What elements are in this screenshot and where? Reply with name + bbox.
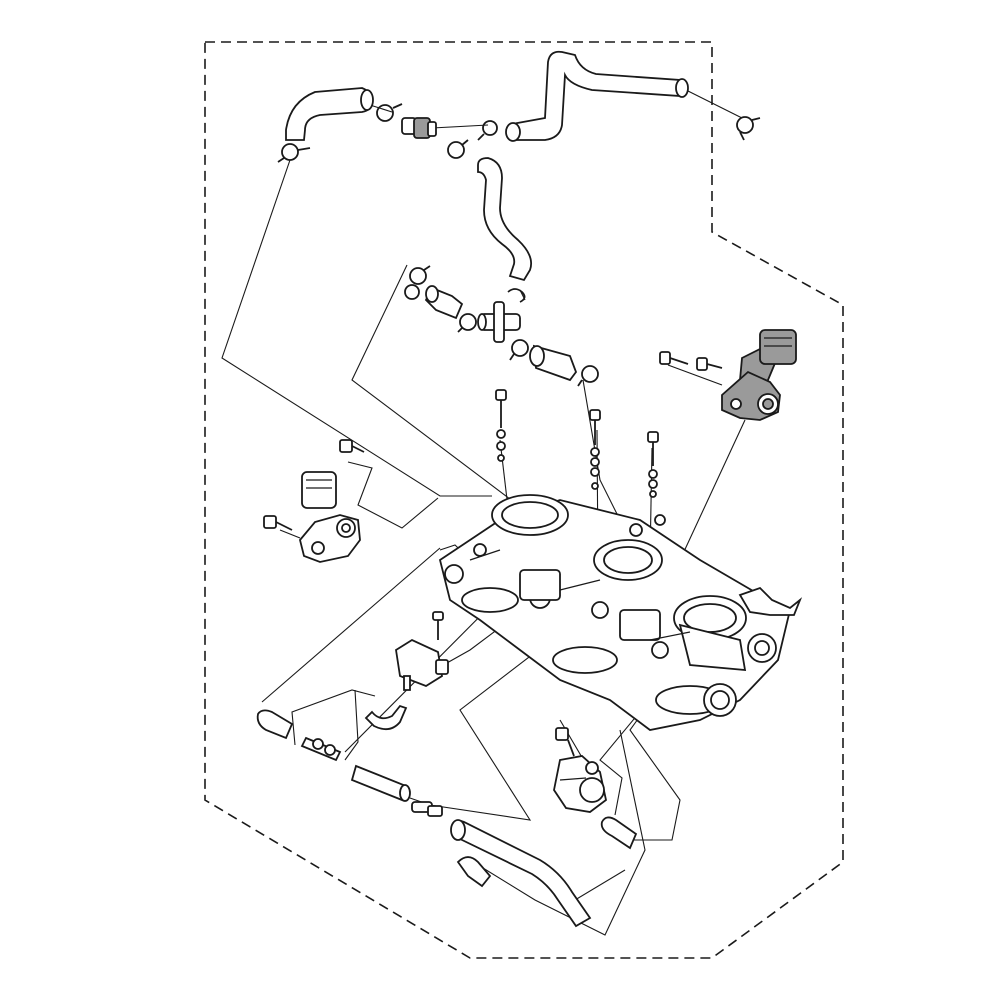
pipe-lower-left: [300, 736, 342, 762]
adjust-screw-1: [495, 389, 507, 462]
hose-upper-left-end: [360, 89, 374, 111]
clip-mid-3: [457, 313, 477, 333]
hose-lower-right: [600, 816, 638, 850]
throttle-position-sensor-left: [299, 471, 361, 563]
intake-temp-sensor: [553, 755, 608, 813]
hose-upper-right: [511, 50, 681, 141]
clip-upper-3: [477, 120, 498, 141]
screw-left-2: [263, 515, 293, 531]
throttle-position-sensor-right: [721, 329, 797, 421]
nipple-lower: [411, 801, 443, 817]
screw-left-1: [339, 439, 365, 453]
hose-upper-right-end-left: [505, 122, 521, 142]
hose-upper-left: [285, 87, 373, 141]
hose-short-2-end: [529, 345, 545, 367]
joint-tee: [477, 288, 526, 343]
screw-right-1: [659, 351, 689, 365]
sensor-hose: [364, 704, 408, 731]
valve-fitting: [401, 117, 437, 139]
clip-upper-2: [376, 103, 403, 122]
clip-mid-4: [509, 339, 529, 361]
clip-mid-1: [409, 265, 431, 285]
hose-lower-1: [350, 764, 408, 802]
hose-vertical: [477, 157, 533, 282]
screw-right-2: [696, 357, 723, 371]
hose-upper-right-end-right: [675, 78, 689, 98]
hose-lower-1-end: [399, 784, 411, 802]
hose-lower-2: [456, 856, 492, 888]
clip-mid-2: [404, 284, 420, 300]
adjust-screw-2: [589, 409, 601, 490]
hose-short-1-end: [425, 285, 439, 303]
screw-lower: [555, 727, 575, 757]
adjust-screw-3: [647, 431, 659, 498]
clip-upper-4: [447, 139, 469, 159]
hose-lower-long-end: [450, 819, 466, 841]
throttle-body-assembly: [438, 494, 803, 731]
cap-lower: [256, 709, 294, 740]
clip-upper-5: [736, 116, 761, 141]
clip-upper-1: [277, 143, 311, 163]
pressure-sensor: [395, 611, 449, 691]
clip-mid-5: [577, 365, 599, 387]
